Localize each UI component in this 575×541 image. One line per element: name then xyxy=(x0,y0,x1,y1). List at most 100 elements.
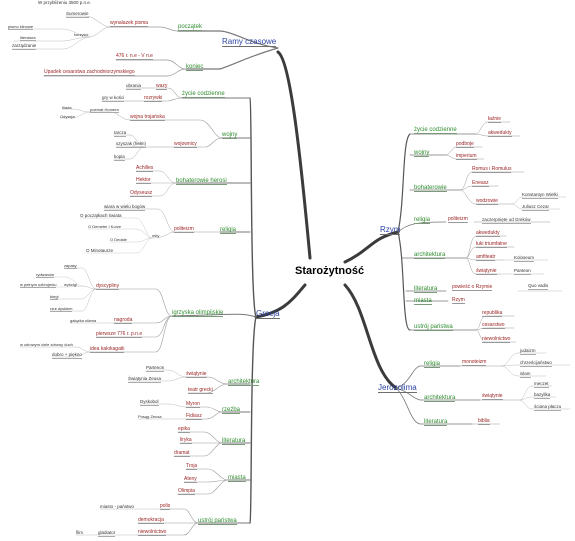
node-zycie-codzienne-gr[interactable]: życie codzienne xyxy=(182,91,225,98)
topic-ramy-czasowe[interactable]: Ramy czasowe xyxy=(222,37,277,47)
node-o-demeter[interactable]: O Demeter i Korze xyxy=(88,224,122,229)
node-korzysci[interactable]: korzyści xyxy=(74,32,89,37)
node-wojownicy[interactable]: wojownicy xyxy=(174,141,197,148)
node-monoteizm[interactable]: monoteizm xyxy=(462,359,487,366)
node-fidiasz[interactable]: Fidiasz xyxy=(186,413,202,420)
node-poemat-homera[interactable]: poemat Homera xyxy=(90,107,119,113)
node-amfiteatr[interactable]: amfiteatr xyxy=(476,254,496,261)
node-romulus[interactable]: Romus i Romulus xyxy=(472,166,512,173)
node-o-dedale[interactable]: O Dedale xyxy=(110,237,127,242)
node-rzezba[interactable]: rzeźba xyxy=(222,407,241,414)
node-miasta-gr[interactable]: miasta xyxy=(228,475,246,482)
node-chrzescijanstwo[interactable]: chrześcijaństwo xyxy=(520,360,552,367)
node-date-476[interactable]: 476 r. n.e - V n.e xyxy=(116,53,153,60)
node-idea-kalokagatii[interactable]: idea kalokagatii xyxy=(90,346,125,353)
node-bazylika[interactable]: bazylika xyxy=(534,392,551,399)
node-ustroj-gr[interactable]: ustrój państwa xyxy=(198,518,237,525)
node-olimpia[interactable]: Olimpia xyxy=(178,488,195,495)
node-powiesc[interactable]: powieść o Rzymie xyxy=(452,284,493,291)
node-luki-triumfalne[interactable]: łuki triumfalne xyxy=(476,241,507,248)
node-upadek-cesarstwa[interactable]: Upadek cesarstwa zachodniorzymskiego xyxy=(44,69,135,76)
node-ustroj-rz[interactable]: ustrój państwa xyxy=(414,324,453,331)
node-o-poczatkach[interactable]: O początkach świata xyxy=(80,213,122,218)
node-rydwanow[interactable]: rydwanów xyxy=(36,272,55,278)
node-szyszak[interactable]: szyszak (hełm) xyxy=(116,141,147,148)
node-religia-jer[interactable]: religia xyxy=(424,361,441,368)
topic-jerozolima[interactable]: Jerozolima xyxy=(378,383,417,393)
node-biblia[interactable]: biblia xyxy=(478,418,490,425)
node-koloseum[interactable]: Koloseum xyxy=(514,255,535,262)
node-troja[interactable]: Troja xyxy=(186,463,198,470)
node-polis[interactable]: polis xyxy=(160,503,171,510)
node-judaizm[interactable]: judaizm xyxy=(520,348,536,355)
node-zaczerpniete[interactable]: zaczerpnięte od Greków xyxy=(482,217,531,224)
node-politeizm-gr[interactable]: politeizm xyxy=(174,226,194,233)
node-literatura-jer[interactable]: literatura xyxy=(424,419,448,426)
node-bohaterowie-herosi[interactable]: bohaterowie herosi xyxy=(176,178,227,185)
node-dramat[interactable]: dramat xyxy=(174,450,190,457)
node-dobro-piekno[interactable]: dobro + piękno xyxy=(52,352,82,359)
node-sumerowie[interactable]: Sumerowie xyxy=(66,11,89,18)
node-dyscypliny[interactable]: dyscypliny xyxy=(96,283,120,290)
node-partenon[interactable]: Partenon xyxy=(146,365,165,372)
node-odyseusz[interactable]: Odyseusz xyxy=(130,190,153,197)
node-igrzyska[interactable]: igrzyska olimpijskie xyxy=(172,310,224,317)
node-wodzowie[interactable]: wodzowie xyxy=(476,198,498,205)
node-wojny-gr[interactable]: wojny xyxy=(222,132,238,139)
node-iliada[interactable]: Iliada xyxy=(62,105,72,110)
node-akwedukty-arch[interactable]: akwedukty xyxy=(476,230,500,237)
node-islam[interactable]: islam xyxy=(520,371,531,378)
node-mity[interactable]: mity xyxy=(152,233,160,238)
node-quo-vadis[interactable]: Quo vadis xyxy=(528,283,549,290)
node-literatura-rz[interactable]: literatura xyxy=(414,286,438,293)
node-architektura-rz[interactable]: architektura xyxy=(414,252,446,259)
node-odyseja[interactable]: Odyseja xyxy=(60,114,75,119)
node-miasto-panstwo[interactable]: miasto - państwo xyxy=(100,504,135,509)
node-zycie-codzienne-rz[interactable]: życie codzienne xyxy=(414,127,457,134)
node-kopia[interactable]: kopia xyxy=(114,154,125,161)
topic-rzym[interactable]: Rzym xyxy=(380,225,401,235)
node-konstantyn[interactable]: Konstantyn Wielki xyxy=(522,192,558,199)
node-panteon[interactable]: Panteon xyxy=(514,268,531,275)
node-meczet[interactable]: meczet xyxy=(534,381,549,388)
node-film[interactable]: film xyxy=(76,530,83,535)
node-gladiator[interactable]: gladiator xyxy=(98,530,116,537)
node-politeizm-rz[interactable]: politeizm xyxy=(448,216,468,223)
node-rozrywki[interactable]: rozrywki xyxy=(144,95,163,102)
node-tarcza[interactable]: tarcza xyxy=(114,130,127,137)
node-wojny-rz[interactable]: wojny xyxy=(414,150,430,157)
node-cesarstwo[interactable]: cesarstwo xyxy=(482,322,505,329)
node-poczatek[interactable]: początek xyxy=(178,24,203,31)
node-architektura-gr[interactable]: architektura xyxy=(228,379,260,386)
node-swiatynie-rz[interactable]: świątynie xyxy=(476,268,497,275)
node-swiatynie-gr[interactable]: świątynie xyxy=(186,371,207,378)
node-swiatynia-zeusa[interactable]: Świątynia Zeusa xyxy=(128,376,162,383)
node-wojna-trojanska[interactable]: wojna trojańska xyxy=(130,114,165,121)
node-ubrania[interactable]: ubrania xyxy=(126,83,142,90)
node-wyscigi[interactable]: wyścigi xyxy=(64,282,77,287)
node-miasta-rz[interactable]: miasta xyxy=(414,298,432,305)
topic-grecja[interactable]: Grecja xyxy=(256,309,280,319)
node-literatura-gr[interactable]: literatura xyxy=(222,438,246,445)
node-o-minotaurze[interactable]: O Minotaurze xyxy=(86,248,114,253)
node-wiara[interactable]: wiara w wielu bogów xyxy=(104,204,146,211)
node-achilles[interactable]: Achilles xyxy=(136,165,154,172)
node-liryka[interactable]: liryka xyxy=(180,437,192,444)
node-republika[interactable]: republika xyxy=(482,310,503,317)
node-rzut-dyskiem[interactable]: rzut dyskiem xyxy=(50,306,73,312)
node-literatura-ramy[interactable]: literatura xyxy=(20,35,36,41)
node-hektor[interactable]: Hektor xyxy=(136,177,151,184)
node-rzym-city[interactable]: Rzym xyxy=(452,297,465,304)
node-pismo-klinowe[interactable]: pismo klinowe xyxy=(8,24,34,30)
node-epika[interactable]: epika xyxy=(178,426,190,433)
node-galazka[interactable]: gałązka oliwna xyxy=(70,318,97,323)
node-w-przyblizeniu[interactable]: W przybliżeniu 3500 p.n.e. xyxy=(38,0,92,5)
node-niewolnictwo-rz[interactable]: niewolnictwo xyxy=(482,336,511,343)
node-eneasz[interactable]: Eneasz xyxy=(472,180,489,187)
node-koniec[interactable]: koniec xyxy=(186,64,204,71)
node-swiatynie-jer[interactable]: świątynie xyxy=(482,393,503,400)
node-architektura-jer[interactable]: architektura xyxy=(424,395,456,402)
node-pierwsze-776[interactable]: pierwsze 776 r. p.n.e xyxy=(96,331,143,338)
node-podboje[interactable]: podboje xyxy=(456,141,474,148)
node-akwedukty-rz[interactable]: akwedukty xyxy=(488,130,512,137)
